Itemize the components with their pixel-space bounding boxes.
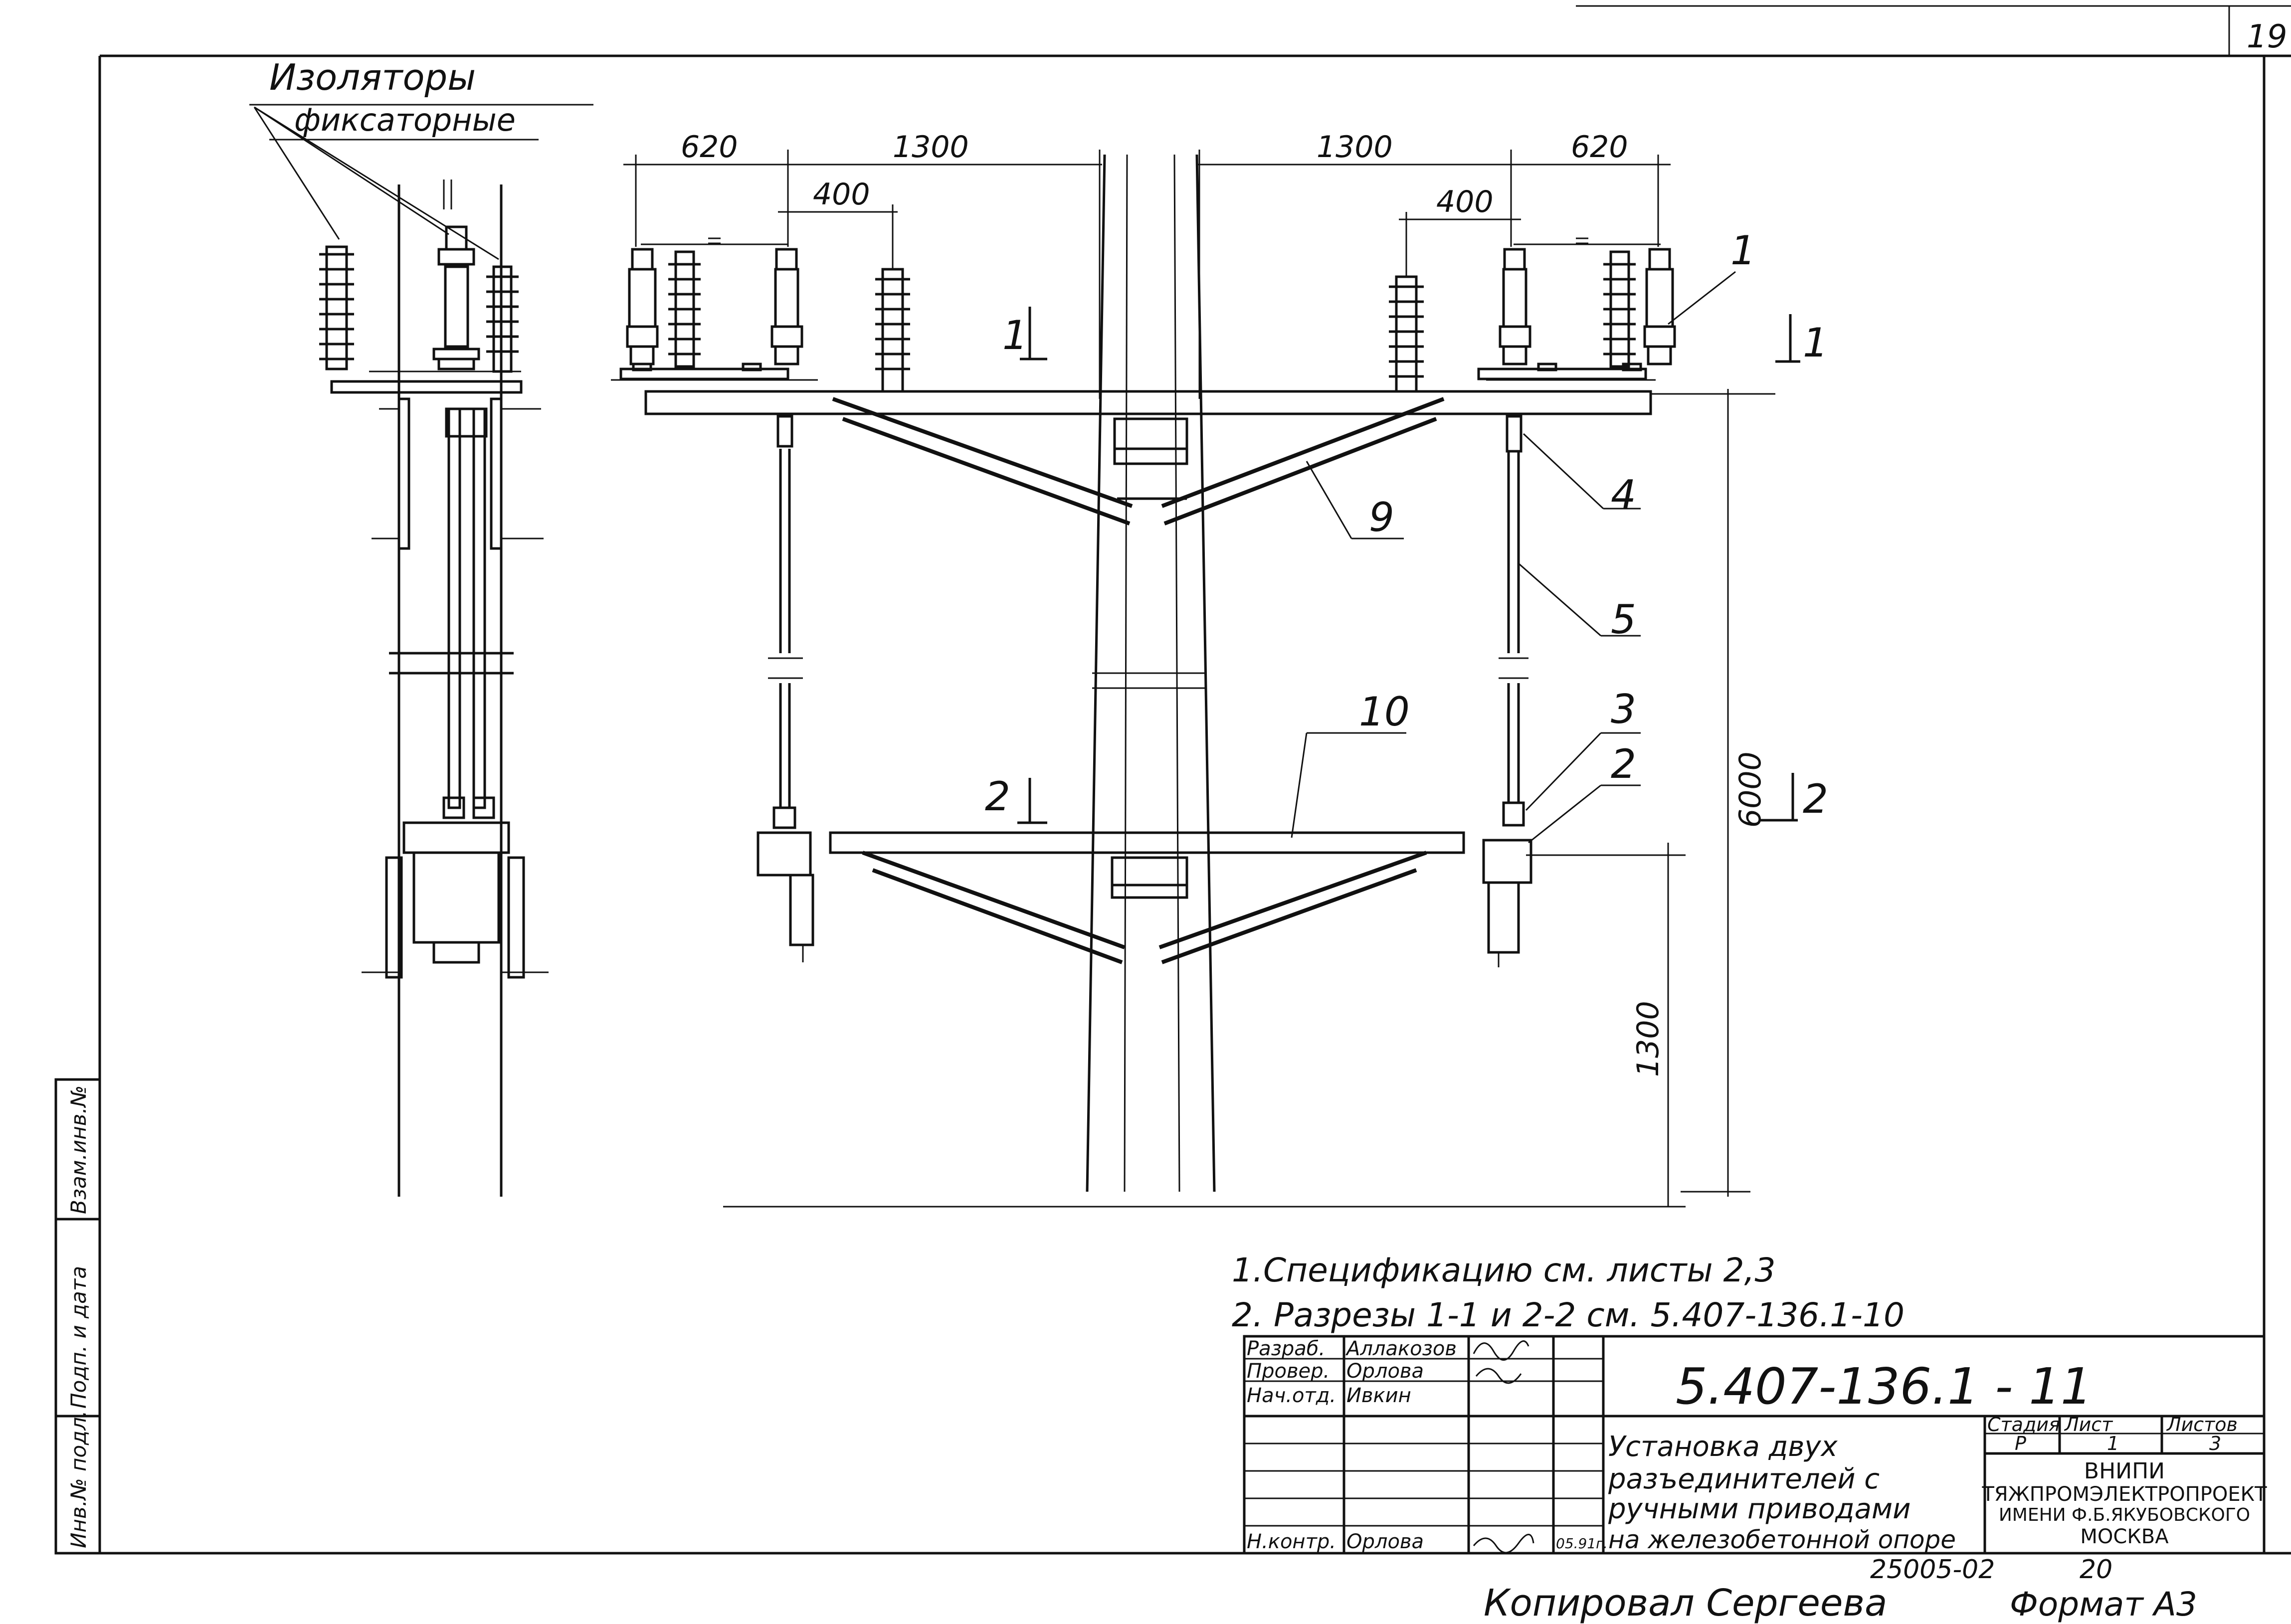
section-2-left: 2 bbox=[985, 773, 1010, 820]
notes: 1.Спецификацию см. листы 2,3 2. Разрезы … bbox=[1232, 1251, 1905, 1334]
upper-brace-right bbox=[1161, 397, 1445, 508]
lower-crossarm bbox=[829, 831, 1465, 854]
sheets-header: Листов bbox=[2166, 1414, 2238, 1436]
lower-brace-left bbox=[862, 851, 1126, 949]
leader-insulator-a bbox=[253, 107, 340, 240]
callout-4: 4 bbox=[1611, 472, 1636, 518]
signature-1 bbox=[1473, 1340, 1529, 1361]
sign-date: 05.91г. bbox=[1556, 1535, 1608, 1552]
role-3: Нач.отд. bbox=[1247, 1384, 1336, 1407]
dim-620-right: 620 bbox=[1571, 130, 1628, 165]
signature-2 bbox=[1475, 1368, 1522, 1384]
sheet-value: 1 bbox=[2107, 1433, 2119, 1454]
order-suffix: 20 bbox=[2080, 1555, 2112, 1585]
dim-1300-right: 1300 bbox=[1317, 130, 1393, 165]
dim-1300-bottom: 1300 bbox=[1631, 1001, 1666, 1077]
insulators-label-line2: фиксаторные bbox=[294, 102, 516, 138]
order-number: 25005-02 bbox=[1870, 1555, 1995, 1585]
role-1: Разраб. bbox=[1247, 1337, 1325, 1360]
dim-400-right: 400 bbox=[1436, 184, 1494, 219]
title-line-3: ручными приводами bbox=[1608, 1493, 1911, 1525]
name-4: Орлова bbox=[1346, 1530, 1424, 1553]
section-2-right: 2 bbox=[1803, 776, 1828, 822]
left-drive-rod bbox=[757, 415, 814, 962]
right-fixing-insulator bbox=[1389, 275, 1424, 393]
side-disconnector bbox=[432, 225, 480, 370]
org-line-1: ВНИПИ bbox=[2084, 1458, 2165, 1484]
left-disconnector bbox=[619, 237, 803, 380]
dimensions: 620 1300 400 1300 620 400 6000 1300 bbox=[623, 130, 1775, 1208]
left-fixing-insulator bbox=[875, 268, 910, 393]
role-2: Провер. bbox=[1247, 1360, 1330, 1383]
dim-620-left: 620 bbox=[681, 130, 738, 165]
side-insulator-left bbox=[319, 245, 354, 370]
sheet-corner-number: 19 bbox=[2247, 18, 2287, 55]
stage-value: Р bbox=[2015, 1433, 2026, 1454]
title-block: 5.407-136.1 - 11 Установка двух разъедин… bbox=[1243, 1335, 2267, 1555]
sheet-header: Лист bbox=[2064, 1414, 2113, 1436]
name-2: Орлова bbox=[1346, 1360, 1424, 1383]
callout-3: 3 bbox=[1611, 686, 1636, 732]
front-view: 620 1300 400 1300 620 400 6000 1300 1 1 bbox=[611, 130, 1828, 1208]
section-1-left: 1 bbox=[1002, 312, 1028, 359]
dim-400-left: 400 bbox=[813, 177, 870, 212]
name-1: Аллакозов bbox=[1345, 1337, 1457, 1360]
stamp-podp-data: Подп. и дата bbox=[66, 1266, 91, 1409]
callout-2: 2 bbox=[1611, 741, 1636, 787]
doc-number: 5.407-136.1 - 11 bbox=[1676, 1357, 2093, 1416]
section-1-right: 1 bbox=[1803, 320, 1828, 366]
signature-4 bbox=[1473, 1534, 1534, 1554]
leader-insulator-b bbox=[254, 106, 449, 235]
callout-1: 1 bbox=[1730, 227, 1756, 274]
format-label: Формат А3 bbox=[2010, 1585, 2197, 1624]
sheets-value: 3 bbox=[2209, 1433, 2221, 1454]
side-crossarm bbox=[330, 380, 523, 394]
right-disconnector bbox=[1477, 237, 1676, 380]
side-stamp: Инв.№ подл. Подп. и дата Взам.инв.№ bbox=[54, 1078, 101, 1555]
org-line-3: ИМЕНИ Ф.Б.ЯКУБОВСКОГО bbox=[1999, 1505, 2250, 1525]
insulators-label-line1: Изоляторы bbox=[269, 56, 476, 98]
dim-6000: 6000 bbox=[1733, 751, 1768, 828]
sheet-frame: 19 bbox=[98, 5, 2291, 1555]
upper-brace-left bbox=[832, 397, 1133, 508]
right-drive-rod bbox=[1482, 415, 1532, 967]
role-4: Н.контр. bbox=[1247, 1530, 1336, 1553]
note-1: 1.Спецификацию см. листы 2,3 bbox=[1232, 1251, 1776, 1289]
callouts: 1 4 5 3 2 9 10 bbox=[1291, 227, 1756, 844]
copied-by: Копировал Сергеева bbox=[1484, 1582, 1887, 1624]
title-line-2: разъединителей с bbox=[1608, 1463, 1880, 1495]
stamp-vzam-inv: Взам.инв.№ bbox=[66, 1085, 91, 1214]
leader-insulator-c bbox=[254, 106, 499, 260]
upper-crossarm bbox=[644, 390, 1652, 415]
stage-header: Стадия bbox=[1987, 1414, 2060, 1436]
bottom-texts: 25005-02 20 Копировал Сергеева Формат А3 bbox=[1484, 1555, 2197, 1624]
title-line-1: Установка двух bbox=[1608, 1431, 1838, 1463]
stamp-inv-podl: Инв.№ подл. bbox=[66, 1411, 91, 1548]
section-markers: 1 1 2 2 bbox=[985, 307, 1828, 824]
title-line-4: на железобетонной опоре bbox=[1608, 1525, 1956, 1554]
dim-1300-left: 1300 bbox=[893, 130, 969, 165]
org-line-2: ТЯЖПРОМЭЛЕКТРОПРОЕКТ bbox=[1981, 1483, 2267, 1506]
side-view: Изоляторы фиксаторные bbox=[249, 56, 593, 1197]
note-2: 2. Разрезы 1-1 и 2-2 см. 5.407-136.1-10 bbox=[1232, 1296, 1905, 1334]
callout-10: 10 bbox=[1359, 689, 1410, 735]
callout-9: 9 bbox=[1369, 494, 1394, 541]
name-3: Ивкин bbox=[1346, 1384, 1411, 1407]
lower-brace-right bbox=[1158, 851, 1427, 949]
org-line-4: МОСКВА bbox=[2080, 1525, 2169, 1548]
